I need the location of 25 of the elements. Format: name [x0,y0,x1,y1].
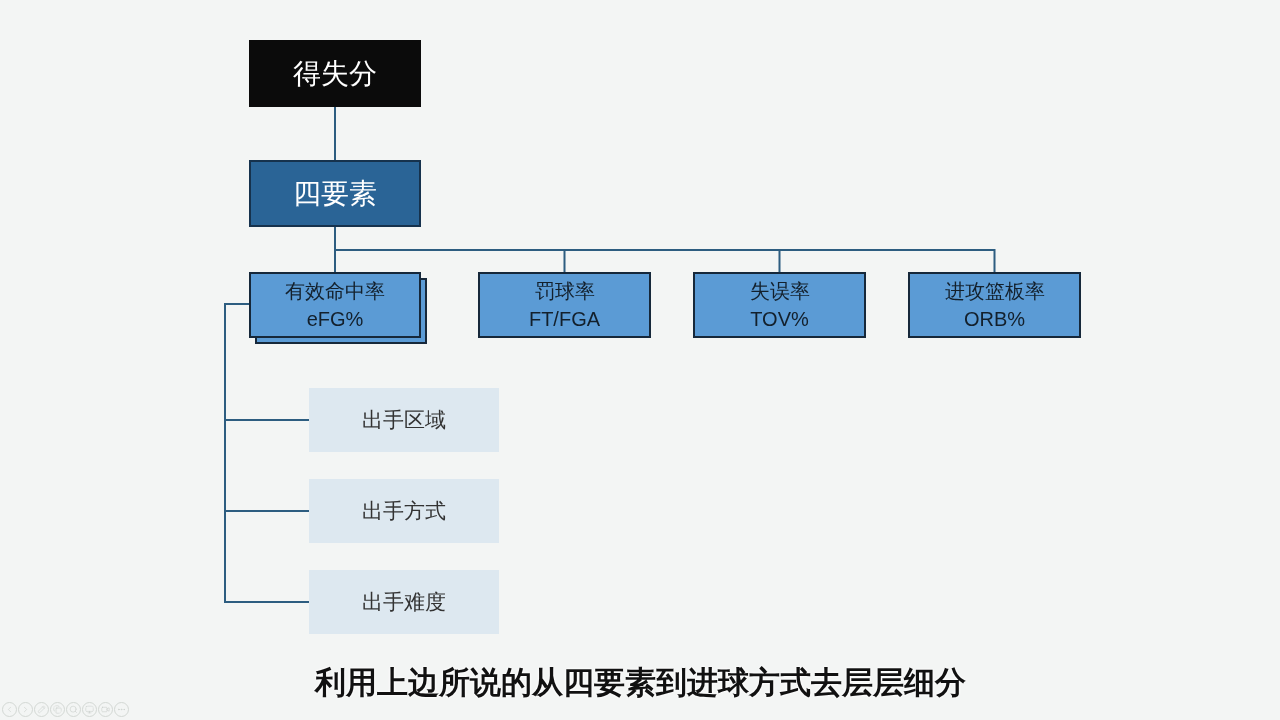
node-title: 出手区域 [362,407,446,434]
factor-box [249,272,421,338]
node-title: 出手方式 [362,498,446,525]
node-abbreviation: eFG% [306,307,364,332]
factor-box [693,272,866,338]
category-box [249,160,421,227]
connector-line [334,106,336,161]
node-title: 四要素 [293,176,377,211]
node-title: 罚球率 [534,279,595,304]
sub-factor-box [309,388,499,452]
node-abbreviation: TOV% [750,307,809,332]
sub-factor-box [309,479,499,543]
node-abbreviation: ORB% [963,307,1026,332]
sub-factor-box [309,570,499,634]
root-box [249,40,421,107]
node-title: 失误率 [749,279,810,304]
node-title: 进攻篮板率 [944,279,1045,304]
factor-box [478,272,651,338]
node-title: 出手难度 [362,589,446,616]
subtitle-caption: 利用上边所说的从四要素到进球方式去层层细分 [313,664,967,702]
node-title: 得失分 [293,56,377,91]
node-title: 有效命中率 [285,279,385,304]
node-abbreviation: FT/FGA [528,307,601,332]
connector-line [224,303,310,603]
factor-box [908,272,1081,338]
